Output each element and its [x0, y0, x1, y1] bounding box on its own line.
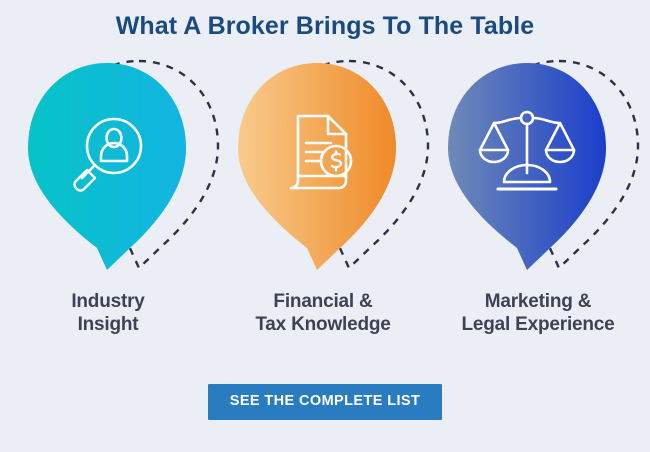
caption-line-2: Legal Experience [461, 314, 615, 335]
pin-body-2 [238, 63, 396, 270]
caption-line-2: Insight [77, 314, 139, 335]
magnifier-person-icon [73, 117, 143, 192]
caption-line-1: Industry [71, 291, 145, 312]
caption-row: Industry Insight Financial & Tax Knowled… [0, 290, 650, 348]
pin-graphic-3 [448, 59, 640, 271]
caption-financial-tax: Financial & Tax Knowledge [215, 290, 431, 336]
pin-graphic-1 [28, 59, 220, 271]
pin-row [0, 58, 650, 288]
caption-industry-insight: Industry Insight [0, 290, 216, 336]
page-title: What A Broker Brings To The Table [115, 12, 535, 40]
caption-line-1: Financial & [273, 291, 373, 312]
invoice-dollar-icon [289, 114, 353, 190]
caption-marketing-legal: Marketing & Legal Experience [430, 290, 646, 336]
pin-graphic-2 [238, 59, 430, 271]
cta-container: SEE THE COMPLETE LIST [0, 384, 650, 420]
pin-body-1 [28, 63, 186, 270]
caption-line-1: Marketing & [484, 291, 592, 312]
see-the-complete-list-button[interactable]: SEE THE COMPLETE LIST [207, 384, 443, 420]
pin-card-marketing-legal[interactable] [428, 58, 640, 288]
pin-card-industry-insight[interactable] [8, 58, 220, 288]
pin-card-financial-tax[interactable] [218, 58, 430, 288]
balance-scales-icon [478, 110, 576, 191]
caption-line-2: Tax Knowledge [255, 314, 391, 335]
